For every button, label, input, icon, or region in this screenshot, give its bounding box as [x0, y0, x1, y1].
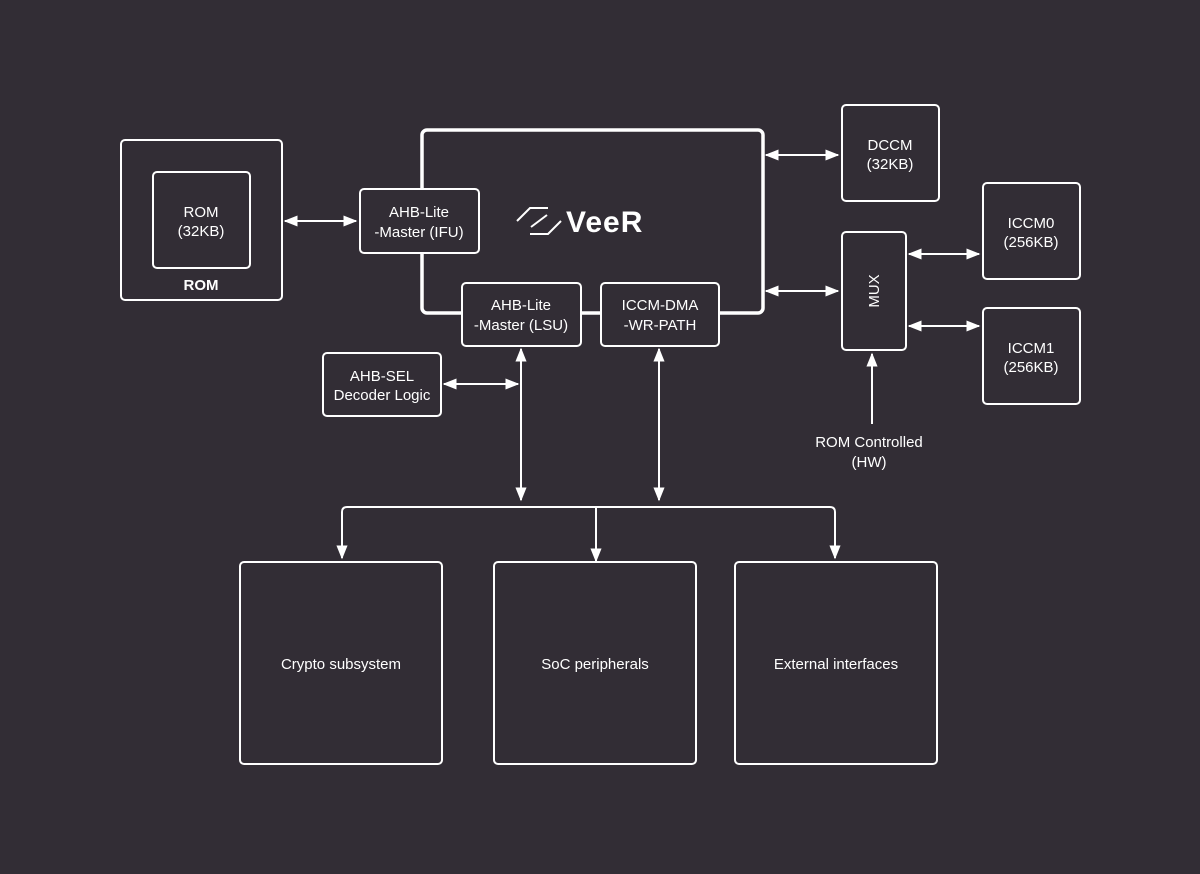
external-interfaces-block: External interfaces: [734, 561, 938, 765]
iccm1-block: ICCM1 (256KB): [982, 307, 1081, 405]
rom-inner-size: (32KB): [178, 223, 225, 240]
distribution-bus: [341, 506, 836, 558]
soc-peripherals-block: SoC peripherals: [493, 561, 697, 765]
dccm-box: [841, 104, 940, 202]
crypto-subsystem-box: [239, 561, 443, 765]
iccm0-size: (256KB): [1003, 234, 1058, 251]
mux-block: MUX: [841, 231, 907, 351]
crypto-subsystem-label: Crypto subsystem: [281, 656, 401, 673]
rom-inner-label: ROM: [184, 204, 219, 221]
ifu-label-line2: -Master (IFU): [374, 224, 463, 241]
iccm1-size: (256KB): [1003, 359, 1058, 376]
rom-block: ROM (32KB) ROM: [120, 139, 283, 301]
dccm-size: (32KB): [867, 156, 914, 173]
lsu-label-line1: AHB-Lite: [491, 297, 551, 314]
lsu-label-line2: -Master (LSU): [474, 317, 568, 334]
dccm-block: DCCM (32KB): [841, 104, 940, 202]
mux-box: [841, 231, 907, 351]
veer-logo-icon: [516, 207, 562, 235]
dma-label-line1: ICCM-DMA: [622, 297, 699, 314]
crypto-subsystem-block: Crypto subsystem: [239, 561, 443, 765]
external-interfaces-label: External interfaces: [774, 656, 898, 673]
ahb-sel-label: AHB-SEL: [350, 368, 414, 385]
iccm0-box: [982, 182, 1081, 280]
veer-core: VeeR AHB-Lite -Master (IFU) AHB-Lite -Ma…: [359, 128, 765, 347]
ahb-lite-master-ifu-box: [359, 188, 480, 254]
iccm1-box: [982, 307, 1081, 405]
iccm-dma-wr-path-box: [600, 282, 720, 347]
dma-label-line2: -WR-PATH: [624, 317, 697, 334]
ahb-sel-box: [322, 352, 442, 417]
iccm0-label: ICCM0: [1008, 215, 1055, 232]
ahb-lite-master-lsu-box: [461, 282, 582, 347]
veer-brand-text: VeeR: [566, 206, 643, 239]
mux-label: MUX: [866, 274, 883, 307]
ifu-label-line1: AHB-Lite: [389, 204, 449, 221]
ahb-sel-decoder: Decoder Logic: [334, 387, 431, 404]
iccm1-label: ICCM1: [1008, 340, 1055, 357]
iccm0-block: ICCM0 (256KB): [982, 182, 1081, 280]
ahb-sel-block: AHB-SEL Decoder Logic: [322, 352, 442, 417]
rom-controlled-label: ROM Controlled: [815, 434, 923, 451]
dccm-label: DCCM: [868, 137, 913, 154]
connectors: [283, 149, 981, 563]
rom-caption: ROM: [184, 277, 219, 294]
rom-controlled-hw: (HW): [852, 454, 887, 471]
rom-inner-box: [152, 171, 251, 269]
external-interfaces-box: [734, 561, 938, 765]
soc-peripherals-label: SoC peripherals: [541, 656, 649, 673]
